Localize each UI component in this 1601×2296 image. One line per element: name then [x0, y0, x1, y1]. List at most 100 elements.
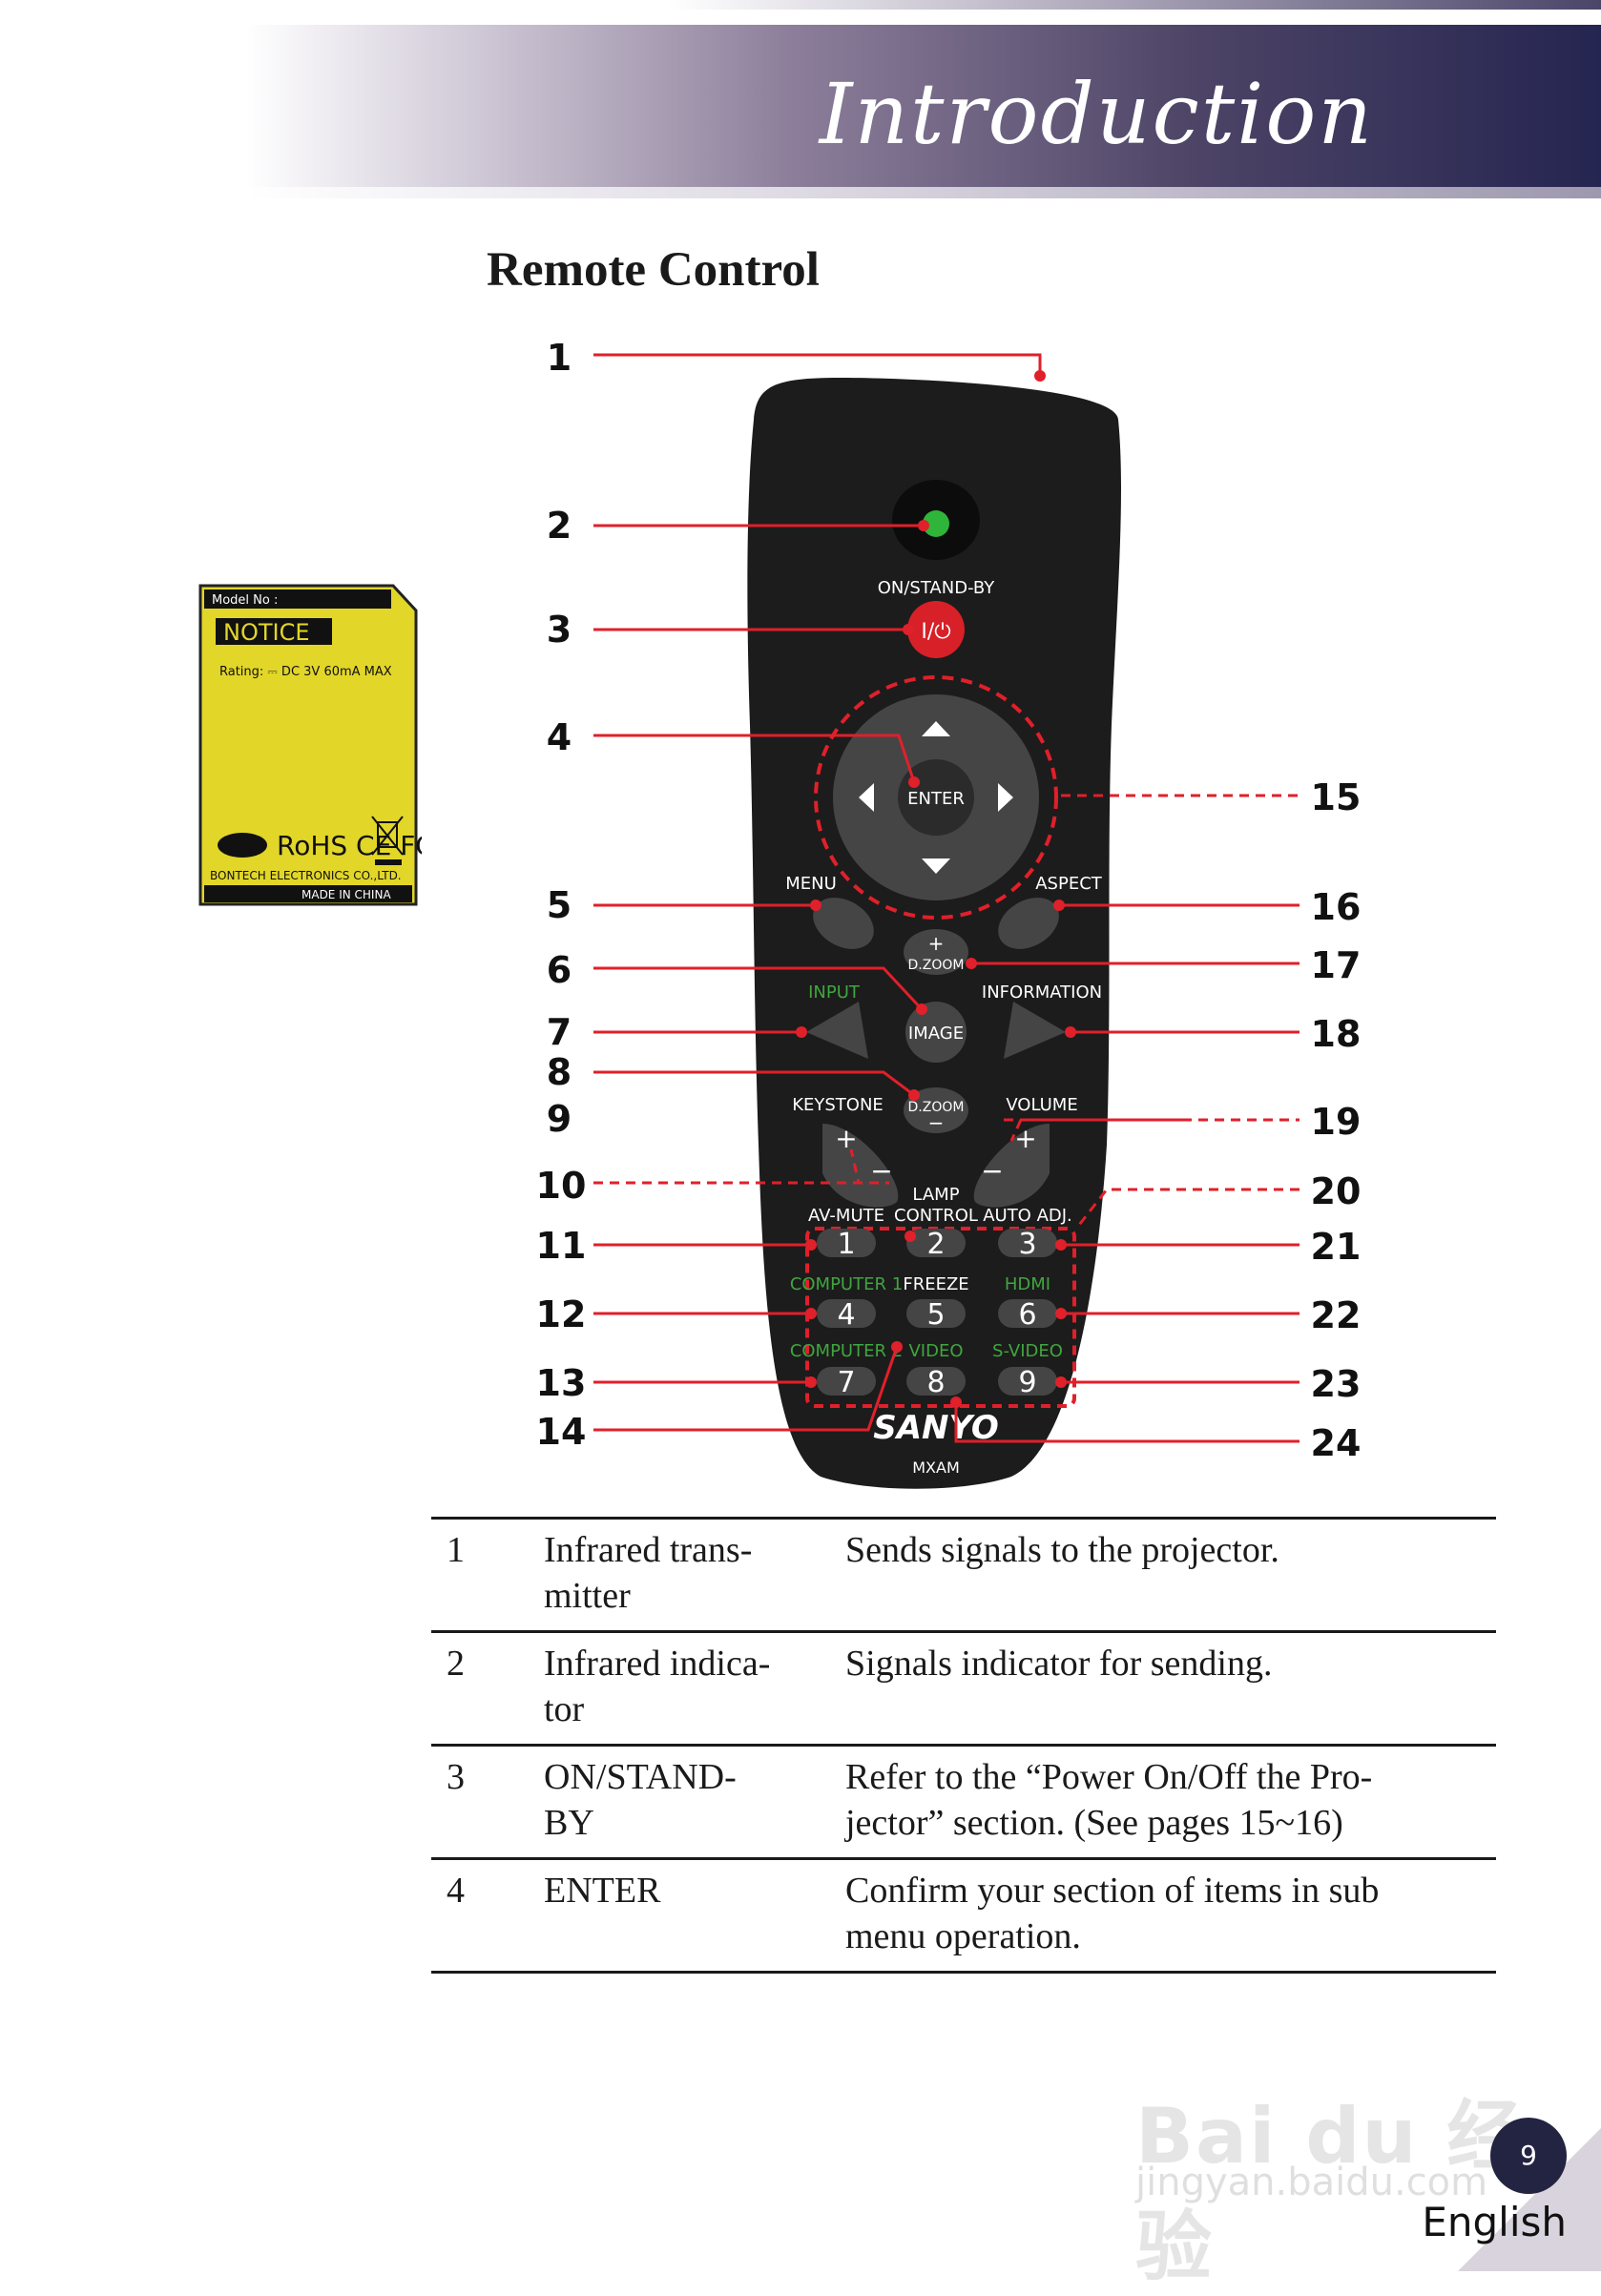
label-aspect: ASPECT	[1035, 874, 1103, 894]
table-row: 1 Infrared trans- mitter Sends signals t…	[431, 1517, 1496, 1633]
key-9-button[interactable]: 9	[998, 1366, 1057, 1399]
dzoom-minus-label: D.ZOOM	[908, 1100, 965, 1115]
label-computer2: COMPUTER 2	[790, 1341, 903, 1361]
aspect-button[interactable]	[989, 887, 1069, 960]
dzoom-plus-sign: +	[928, 932, 945, 955]
callout-13: 13	[536, 1362, 587, 1404]
table-cell-name: ON/STAND- BY	[536, 1745, 838, 1860]
item-name: Infrared indica- tor	[544, 1644, 771, 1729]
table-cell-desc: Signals indicator for sending.	[838, 1631, 1496, 1747]
volume-rocker[interactable]: + −	[973, 1123, 1050, 1208]
item-desc: Refer to the “Power On/Off the Pro- ject…	[845, 1757, 1373, 1843]
callout-1: 1	[547, 337, 572, 379]
sticker-made-in: MADE IN CHINA	[301, 888, 391, 901]
input-button[interactable]	[806, 1002, 868, 1059]
key-1-button[interactable]: 1	[817, 1228, 876, 1261]
table-cell-name: Infrared indica- tor	[536, 1631, 838, 1747]
callout-9: 9	[547, 1098, 572, 1140]
callout-23: 23	[1311, 1363, 1362, 1405]
callout-22: 22	[1311, 1294, 1362, 1336]
right-arrow-button[interactable]	[998, 783, 1013, 812]
key-3-label: 3	[1018, 1228, 1036, 1261]
item-name: ENTER	[544, 1871, 661, 1911]
keystone-rocker[interactable]: + −	[822, 1123, 899, 1208]
down-arrow-button[interactable]	[922, 858, 950, 874]
table-cell-desc: Sends signals to the projector.	[838, 1517, 1496, 1633]
label-keystone: KEYSTONE	[792, 1095, 884, 1115]
key-2-label: 2	[926, 1228, 945, 1261]
dzoom-minus-button[interactable]: D.ZOOM −	[904, 1087, 968, 1134]
label-lamp: LAMP	[912, 1185, 959, 1205]
table-row: 3 ON/STAND- BY Refer to the “Power On/Of…	[431, 1745, 1496, 1860]
item-desc: Signals indicator for sending.	[845, 1644, 1273, 1684]
label-lamp-control: CONTROL	[894, 1206, 978, 1226]
information-button[interactable]	[1004, 1002, 1066, 1059]
keystone-minus: −	[870, 1155, 892, 1187]
callout-19: 19	[1311, 1101, 1362, 1143]
weee-bin-icon	[371, 816, 404, 865]
page-number: 9	[1490, 2118, 1567, 2194]
on-standby-button[interactable]: I/⏻	[907, 601, 965, 658]
callout-10: 10	[536, 1165, 587, 1207]
table-cell-name: ENTER	[536, 1858, 838, 1974]
table-cell-num: 4	[431, 1858, 536, 1974]
up-arrow-button[interactable]	[922, 721, 950, 736]
table-cell-num: 3	[431, 1745, 536, 1860]
infrared-indicator-led	[923, 510, 949, 537]
table-row: 2 Infrared indica- tor Signals indicator…	[431, 1631, 1496, 1747]
header-band	[246, 25, 1601, 187]
header-top-stripe	[668, 0, 1601, 10]
label-volume: VOLUME	[1006, 1095, 1077, 1115]
callout-4: 4	[547, 716, 572, 758]
sticker-notice: NOTICE	[223, 619, 310, 646]
key-8-button[interactable]: 8	[906, 1366, 966, 1399]
key-5-button[interactable]: 5	[906, 1298, 966, 1332]
key-1-label: 1	[837, 1228, 855, 1261]
callout-12: 12	[536, 1293, 587, 1335]
key-4-button[interactable]: 4	[817, 1298, 876, 1332]
key-6-button[interactable]: 6	[998, 1298, 1057, 1332]
callout-16: 16	[1311, 886, 1362, 928]
label-hdmi: HDMI	[1005, 1274, 1050, 1294]
left-arrow-button[interactable]	[859, 783, 874, 812]
callout-lines	[593, 353, 1300, 1443]
language-label: English	[1422, 2199, 1567, 2245]
key-5-label: 5	[926, 1298, 945, 1332]
callout-15: 15	[1311, 776, 1362, 818]
key-3-button[interactable]: 3	[998, 1228, 1057, 1261]
callout-dots	[796, 370, 1076, 1408]
label-auto-adj: AUTO ADJ.	[983, 1206, 1072, 1226]
callout-17: 17	[1311, 944, 1362, 986]
remote-diagram: ON/STAND-BY I/⏻ ENTER MENU ASPECT + D.ZO…	[536, 337, 1362, 1489]
key-6-label: 6	[1018, 1298, 1036, 1332]
model-label: MXAM	[912, 1458, 960, 1477]
image-label: IMAGE	[908, 1024, 964, 1044]
menu-button[interactable]	[804, 887, 884, 960]
item-name: ON/STAND- BY	[544, 1757, 737, 1843]
section-title: Remote Control	[487, 243, 820, 297]
label-on-standby: ON/STAND-BY	[878, 578, 996, 598]
page-header-title: Introduction	[819, 65, 1374, 163]
function-table: 1 Infrared trans- mitter Sends signals t…	[431, 1517, 1496, 1974]
sticker-rating: Rating: ⎓ DC 3V 60mA MAX	[219, 665, 392, 679]
power-icon: I/⏻	[921, 620, 950, 644]
callout-18: 18	[1311, 1013, 1362, 1055]
key-7-button[interactable]: 7	[817, 1366, 876, 1399]
label-freeze: FREEZE	[903, 1274, 968, 1294]
callout-11: 11	[536, 1225, 587, 1267]
table-row: 4 ENTER Confirm your section of items in…	[431, 1858, 1496, 1974]
label-information: INFORMATION	[982, 983, 1102, 1003]
table-cell-num: 1	[431, 1517, 536, 1633]
callout-14: 14	[536, 1411, 587, 1453]
dpad-highlight	[814, 675, 1058, 920]
dzoom-plus-label: D.ZOOM	[908, 958, 965, 973]
callout-24: 24	[1311, 1422, 1362, 1464]
key-4-label: 4	[837, 1298, 855, 1332]
dzoom-plus-button[interactable]: + D.ZOOM	[904, 929, 968, 975]
key-2-button[interactable]: 2	[906, 1228, 966, 1261]
callout-5: 5	[547, 884, 572, 926]
volume-plus: +	[1014, 1123, 1036, 1154]
image-button[interactable]: IMAGE	[905, 1002, 967, 1063]
callout-21: 21	[1311, 1226, 1362, 1268]
sticker-model-label: Model No :	[212, 593, 278, 608]
